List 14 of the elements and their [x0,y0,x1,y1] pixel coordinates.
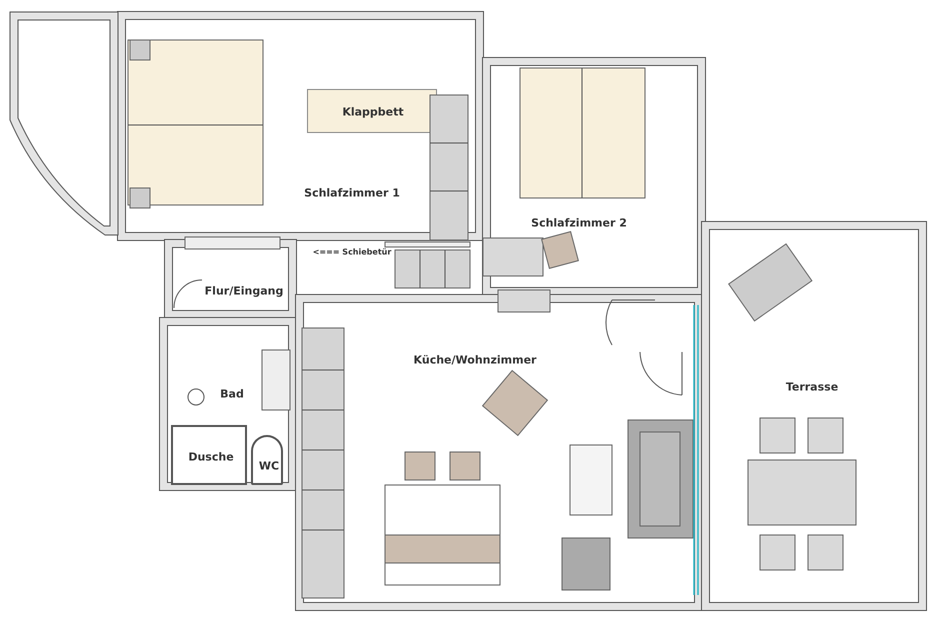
furniture-label: WC [258,460,280,472]
furniture-label: Klappbett [342,106,404,118]
folding-bed [307,89,437,133]
room-label: Schlafzimmer 1 [304,186,400,200]
room-label: Bad [220,388,244,400]
room-label: Terrasse [786,380,838,394]
furniture-label: Dusche [188,450,234,464]
shower-tray [171,425,247,485]
room-label: Küche/Wohnzimmer [414,354,536,366]
sliding-door-note: <=== Schiebetür [312,248,392,256]
room-label: Schlafzimmer 2 [531,216,627,230]
room-area [160,318,296,490]
toilet [251,435,283,485]
room-label: Flur/Eingang [204,284,284,298]
